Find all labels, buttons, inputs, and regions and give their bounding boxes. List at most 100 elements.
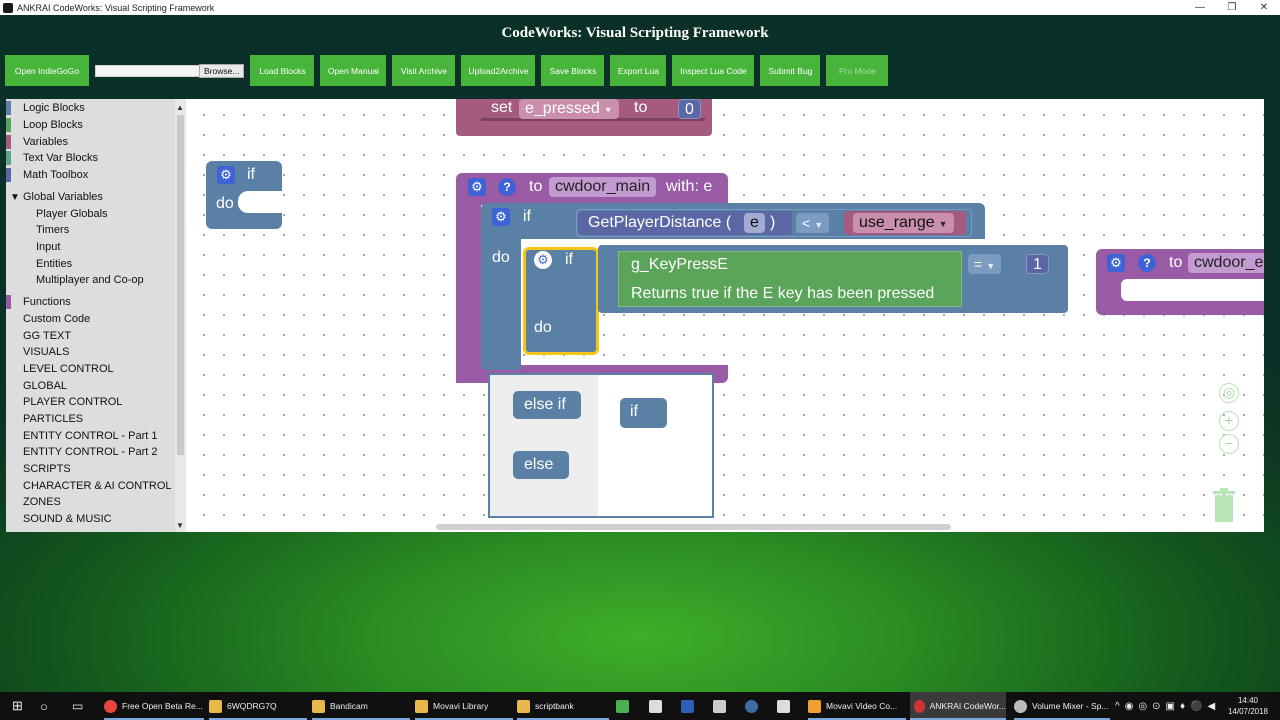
toolbox-category[interactable]: ENTITY CONTROL - Part 2 — [6, 445, 157, 459]
browse-button[interactable]: Browse... — [199, 63, 245, 78]
taskbar-item[interactable]: scriptbank — [517, 692, 609, 720]
help-icon[interactable]: ? — [1138, 254, 1156, 272]
else-if-block[interactable] — [513, 391, 581, 419]
toolbox-category[interactable]: Math Toolbox — [6, 168, 88, 182]
category-color-swatch — [6, 295, 11, 309]
category-label: GLOBAL — [23, 380, 68, 392]
toolbox-category[interactable]: Loop Blocks — [6, 118, 83, 132]
toolbox-category[interactable]: PARTICLES — [6, 412, 83, 426]
pro-mode-button[interactable]: Pro Mode — [826, 55, 889, 86]
keypress-block[interactable] — [618, 251, 962, 307]
load-blocks-button[interactable]: Load Blocks — [250, 55, 315, 86]
operator-dropdown[interactable]: <▼ — [796, 213, 830, 233]
gear-icon[interactable]: ⚙ — [468, 178, 486, 196]
gear-icon[interactable]: ⚙ — [492, 208, 510, 226]
pinned-app-icon[interactable] — [681, 692, 699, 720]
function-definition-spine — [456, 199, 481, 383]
taskbar-item[interactable]: 6WQDRG7Q — [209, 692, 307, 720]
search-icon[interactable]: ○ — [40, 698, 48, 714]
toolbox-subcategory[interactable]: Multiplayer and Co-op — [6, 273, 144, 287]
taskbar-item[interactable]: Free Open Beta Re... — [104, 692, 204, 720]
scroll-down-icon[interactable]: ▼ — [176, 521, 184, 530]
toolbox-category[interactable]: Functions — [6, 295, 71, 309]
toolbox-category[interactable]: Text Var Blocks — [6, 151, 98, 165]
category-color-swatch — [6, 101, 11, 115]
category-label: Variables — [23, 136, 69, 148]
steam-icon[interactable] — [745, 692, 763, 720]
toolbox-category[interactable]: GLOBAL — [6, 379, 67, 393]
category-label: PLAYER CONTROL — [23, 396, 123, 408]
zoom-reset-icon[interactable]: ◎ — [1219, 383, 1239, 403]
toolbox-subcategory[interactable]: Entities — [6, 257, 72, 271]
visit-archive-button[interactable]: Visit Archive — [392, 55, 456, 86]
pinned-app-icon[interactable] — [649, 692, 667, 720]
task-view-icon[interactable]: ▭ — [72, 699, 84, 713]
system-tray[interactable]: ^◉◎⊙▣♦⚫◀ — [1115, 692, 1220, 720]
inspect-lua-code-button[interactable]: Inspect Lua Code — [672, 55, 755, 86]
submit-bug-button[interactable]: Submit Bug — [760, 55, 821, 86]
operator-dropdown[interactable]: =▼ — [968, 254, 1002, 274]
toolbox-category[interactable]: SCRIPTS — [6, 462, 71, 476]
pinned-app-icon[interactable] — [616, 692, 634, 720]
block-workspace[interactable]: set e_pressed▼ to 0 ⚙ if do ⚙ ? to cwdoo… — [186, 99, 1264, 532]
open-manual-button[interactable]: Open Manual — [320, 55, 387, 86]
toolbox-category[interactable]: SOUND & MUSIC — [6, 512, 112, 526]
export-lua-button[interactable]: Export Lua — [610, 55, 667, 86]
taskbar-item[interactable]: Bandicam — [312, 692, 410, 720]
workspace-horizontal-scrollbar[interactable] — [436, 524, 951, 530]
taskbar-item[interactable]: Volume Mixer - Sp... — [1014, 692, 1110, 720]
taskbar-item[interactable]: Movavi Library — [415, 692, 513, 720]
pinned-app-icon[interactable] — [777, 692, 795, 720]
category-color-swatch — [6, 168, 11, 182]
toolbox-category[interactable]: GG TEXT — [6, 329, 71, 343]
variable-dropdown[interactable]: e_pressed▼ — [519, 99, 619, 119]
file-input[interactable] — [95, 64, 203, 77]
toolbox-category[interactable]: ZONES — [6, 495, 61, 509]
function-name-field[interactable]: cwdoor_main — [549, 177, 657, 197]
category-color-swatch — [6, 462, 11, 476]
toolbox-category[interactable]: Custom Code — [6, 312, 90, 326]
toolbox-category[interactable]: Logic Blocks — [6, 101, 85, 115]
minimize-button[interactable]: — — [1195, 2, 1205, 13]
argument-field[interactable]: e — [744, 213, 765, 233]
scroll-up-icon[interactable]: ▲ — [176, 103, 184, 112]
toolbox-group-global-variables[interactable]: ▼Global Variables — [6, 190, 103, 204]
zoom-in-icon[interactable]: + — [1219, 411, 1239, 431]
to-keyword: to — [634, 99, 648, 116]
help-icon[interactable]: ? — [498, 178, 516, 196]
toolbox-category[interactable]: LEVEL CONTROL — [6, 362, 114, 376]
gear-icon[interactable]: ⚙ — [1107, 254, 1125, 272]
save-blocks-button[interactable]: Save Blocks — [541, 55, 605, 86]
category-label: VISUALS — [23, 346, 70, 358]
open-indiegogo-button[interactable]: Open IndieGoGo — [5, 55, 89, 86]
start-icon[interactable]: ⊞ — [12, 698, 23, 713]
function-name-field[interactable]: cwdoor_e — [1188, 253, 1264, 273]
toolbox-category[interactable]: PLAYER CONTROL — [6, 395, 122, 409]
upload2archive-button[interactable]: Upload2Archive — [461, 55, 536, 86]
close-button[interactable]: ✕ — [1259, 2, 1269, 13]
gear-icon[interactable]: ⚙ — [534, 251, 552, 269]
number-value[interactable]: 1 — [1026, 254, 1049, 274]
taskbar-item[interactable]: Movavi Video Co... — [808, 692, 906, 720]
toolbox-category[interactable]: ENTITY CONTROL - Part 1 — [6, 429, 157, 443]
maximize-button[interactable]: ❐ — [1227, 2, 1237, 13]
gear-icon[interactable]: ⚙ — [217, 166, 235, 184]
scrollbar-thumb[interactable] — [177, 115, 184, 455]
toolbox-subcategory[interactable]: Timers — [6, 223, 69, 237]
taskbar-clock[interactable]: 14:40 14/07/2018 — [1228, 695, 1268, 717]
toolbox-category[interactable]: Variables — [6, 135, 68, 149]
sidebar-scrollbar[interactable]: ▲ ▼ — [175, 99, 186, 532]
zoom-out-icon[interactable]: − — [1219, 434, 1239, 454]
toolbox-subcategory[interactable]: Player Globals — [6, 207, 108, 221]
expand-arrow-icon[interactable]: ▼ — [10, 191, 20, 203]
toolbox-subcategory[interactable]: Input — [6, 240, 60, 254]
number-value[interactable]: 0 — [678, 99, 701, 119]
taskbar-item-active[interactable]: ANKRAI CodeWor... — [910, 692, 1006, 720]
toolbox-category[interactable]: VISUALS — [6, 345, 69, 359]
calculator-icon[interactable] — [713, 692, 731, 720]
else-block[interactable] — [513, 451, 569, 479]
variable-dropdown[interactable]: use_range▼ — [853, 213, 954, 233]
toolbox-category[interactable]: CHARACTER & AI CONTROL — [6, 479, 172, 493]
mutator-if-block[interactable] — [620, 398, 667, 428]
trash-icon[interactable] — [1211, 487, 1237, 523]
